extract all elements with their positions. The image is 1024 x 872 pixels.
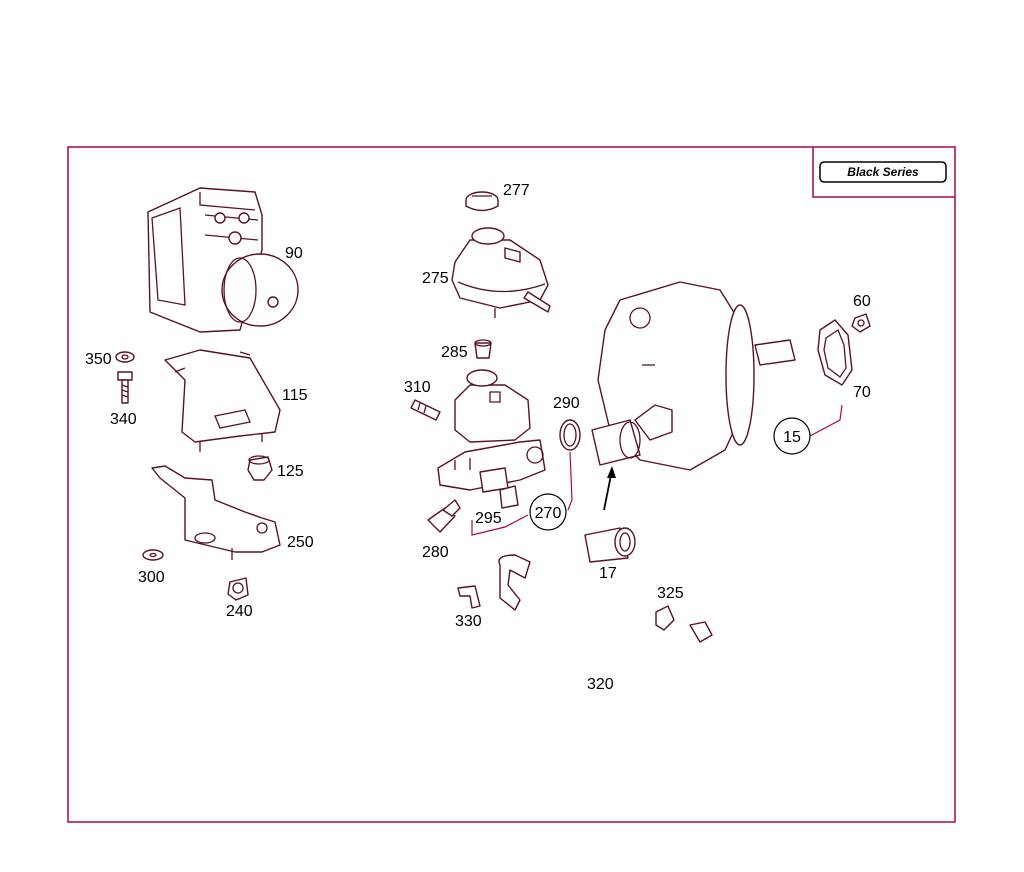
plug-295-part bbox=[499, 485, 519, 509]
seal-290-part bbox=[559, 419, 581, 451]
bracket-250-part bbox=[151, 465, 281, 560]
label-250: 250 bbox=[287, 534, 314, 551]
gasket-70-part bbox=[817, 319, 853, 386]
label-280: 280 bbox=[422, 544, 449, 561]
label-350: 350 bbox=[85, 351, 112, 368]
nut-60-part bbox=[851, 313, 871, 333]
abs-unit-part bbox=[147, 187, 299, 333]
arrow-head-icon bbox=[607, 466, 616, 478]
vacuum-line-320-part bbox=[498, 554, 745, 798]
washer-350-part bbox=[115, 351, 135, 363]
label-277: 277 bbox=[503, 182, 530, 199]
filter-17-part bbox=[584, 527, 636, 563]
bracket-115-part bbox=[164, 349, 281, 452]
sensor-280-part bbox=[427, 499, 461, 533]
label-60: 60 bbox=[853, 293, 871, 310]
label-295: 295 bbox=[475, 510, 502, 527]
label-115: 115 bbox=[282, 387, 308, 404]
label-325: 325 bbox=[657, 585, 684, 602]
callout-15-circle bbox=[773, 417, 811, 455]
label-240: 240 bbox=[226, 603, 253, 620]
badge-text: Black Series bbox=[847, 165, 919, 179]
fitting-325-part bbox=[655, 605, 675, 631]
label-310: 310 bbox=[404, 379, 431, 396]
label-125: 125 bbox=[277, 463, 304, 480]
series-badge: Black Series bbox=[812, 147, 955, 198]
cap-277-part bbox=[465, 191, 499, 212]
fitting-330-part bbox=[457, 585, 481, 609]
label-340: 340 bbox=[110, 411, 137, 428]
label-90: 90 bbox=[285, 245, 303, 262]
label-15: 15 bbox=[783, 429, 801, 446]
label-285: 285 bbox=[441, 344, 468, 361]
grommet-285-part bbox=[474, 339, 492, 359]
master-cylinder-part bbox=[437, 369, 546, 493]
label-300: 300 bbox=[138, 569, 165, 586]
brake-booster-15-part bbox=[591, 281, 796, 471]
washer-300-part bbox=[142, 549, 164, 561]
nut-240-part bbox=[227, 577, 249, 601]
label-17: 17 bbox=[599, 565, 617, 582]
bolt-340-part bbox=[117, 371, 133, 404]
leader-lines-295 bbox=[471, 514, 529, 536]
label-275: 275 bbox=[422, 270, 449, 287]
sensor-310-part bbox=[410, 399, 441, 421]
label-290: 290 bbox=[553, 395, 580, 412]
diagram-frame bbox=[67, 146, 956, 823]
mount-125-part bbox=[247, 455, 273, 481]
label-330: 330 bbox=[455, 613, 482, 630]
label-270: 270 bbox=[535, 505, 562, 522]
leader-line-70 bbox=[809, 404, 843, 437]
leader-line-290 bbox=[567, 451, 573, 511]
label-320: 320 bbox=[587, 676, 614, 693]
callout-270-circle bbox=[529, 493, 567, 531]
label-70: 70 bbox=[853, 384, 871, 401]
reservoir-275-part bbox=[451, 227, 551, 318]
